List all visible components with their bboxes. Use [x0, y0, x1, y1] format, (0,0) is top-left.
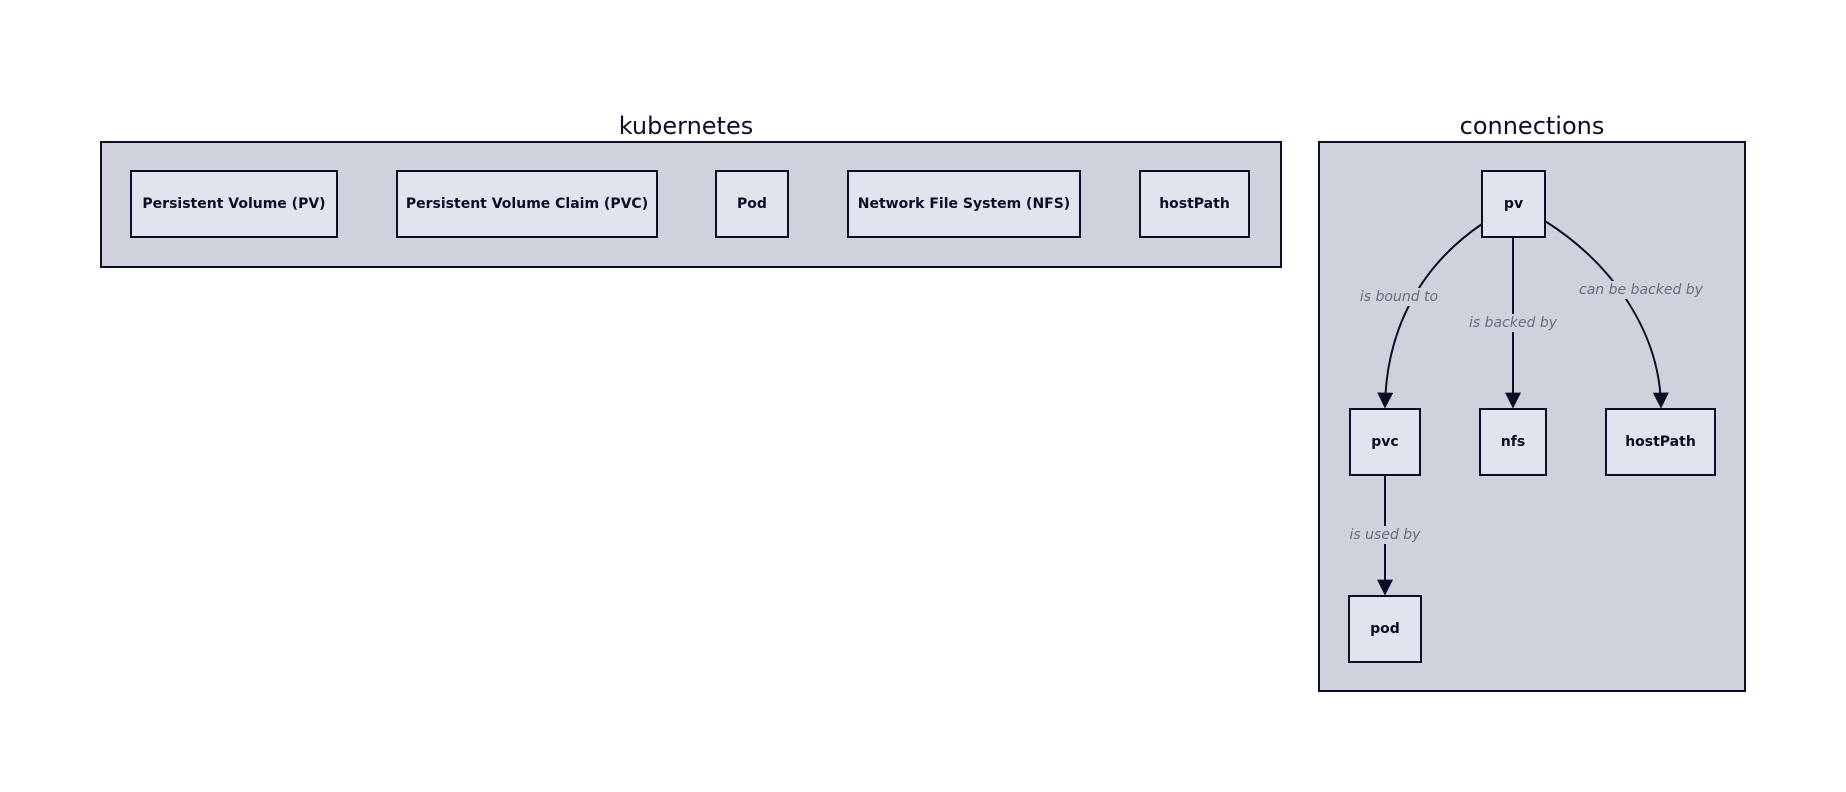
kubernetes-group-title: kubernetes [618, 112, 754, 140]
node-pod[interactable]: Pod [715, 170, 789, 238]
node-connections-hostpath[interactable]: hostPath [1605, 408, 1716, 476]
node-hostpath[interactable]: hostPath [1139, 170, 1250, 238]
edge-label-is-bound-to: is bound to [1357, 288, 1441, 306]
node-network-file-system[interactable]: Network File System (NFS) [847, 170, 1081, 238]
node-nfs[interactable]: nfs [1479, 408, 1547, 476]
node-pvc[interactable]: pvc [1349, 408, 1421, 476]
node-persistent-volume-claim[interactable]: Persistent Volume Claim (PVC) [396, 170, 658, 238]
edge-label-is-used-by: is used by [1347, 526, 1423, 544]
node-persistent-volume[interactable]: Persistent Volume (PV) [130, 170, 338, 238]
edge-label-is-backed-by: is backed by [1466, 314, 1560, 332]
connections-group-title: connections [1459, 112, 1605, 140]
node-pv[interactable]: pv [1481, 170, 1546, 238]
edge-label-can-be-backed-by: can be backed by [1577, 281, 1705, 299]
node-connections-pod[interactable]: pod [1348, 595, 1422, 663]
